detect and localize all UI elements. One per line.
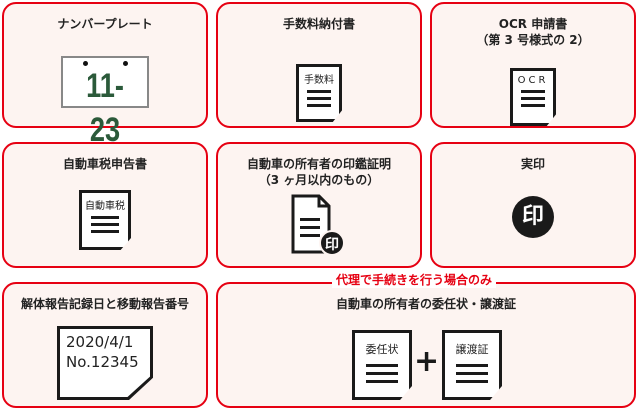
card-title: 自動車の所有者の印鑑証明 （3 ヶ月以内のもの） [246,157,391,187]
report-number: No.12345 [66,353,139,371]
report-date: 2020/4/1 [66,333,134,351]
card-seal-certificate: 自動車の所有者の印鑑証明 （3 ヶ月以内のもの） 印 [216,142,422,268]
card-ocr-application: OCR 申請書 （第 3 号様式の 2） OCR [430,2,636,128]
seal-icon: 印 [512,196,554,238]
card-title: 自動車の所有者の委任状・譲渡証 [335,297,516,311]
document-icon: 自動車税 [79,190,131,250]
card-number-plate: ナンバープレート 11-23 [2,2,208,149]
memo-icon: 2020/4/1 No.12345 [57,326,153,400]
card-title: 自動車税申告書 [62,157,147,171]
doc-label: 委任状 [365,343,399,356]
card-title: 解体報告記録日と移動報告番号 [20,297,189,311]
document-icon: OCR [510,68,556,126]
proxy-only-note: 代理で手続きを行う場合のみ [332,272,497,288]
card-fee-payment-form: 手数料納付書 手数料 [216,2,422,128]
card-title: OCR 申請書 （第 3 号様式の 2） [476,17,590,47]
card-title: ナンバープレート [57,17,153,31]
plus-icon: + [414,344,440,379]
doc-label: 自動車税 [85,201,125,212]
document-icon: 手数料 [296,64,342,122]
card-title: 実印 [520,157,545,171]
doc-label: 譲渡証 [455,343,489,356]
card-dismantling-report: 解体報告記録日と移動報告番号 2020/4/1 No.12345 [2,282,208,408]
plate-number: 11-23 [86,67,124,149]
power-of-attorney-document-icon: 委任状 [352,330,412,400]
card-vehicle-tax-declaration: 自動車税申告書 自動車税 [2,142,208,268]
transfer-certificate-document-icon: 譲渡証 [442,330,502,400]
doc-label: OCR [517,75,549,86]
seal-icon: 印 [319,230,345,256]
number-plate-icon: 11-23 [61,56,149,149]
card-power-of-attorney-transfer: 自動車の所有者の委任状・譲渡証 委任状 + 譲渡証 [216,282,636,408]
doc-label: 手数料 [304,75,334,86]
card-registered-seal: 実印 印 [430,142,636,268]
card-title: 手数料納付書 [282,17,355,31]
certificate-document-icon: 印 [291,194,347,260]
